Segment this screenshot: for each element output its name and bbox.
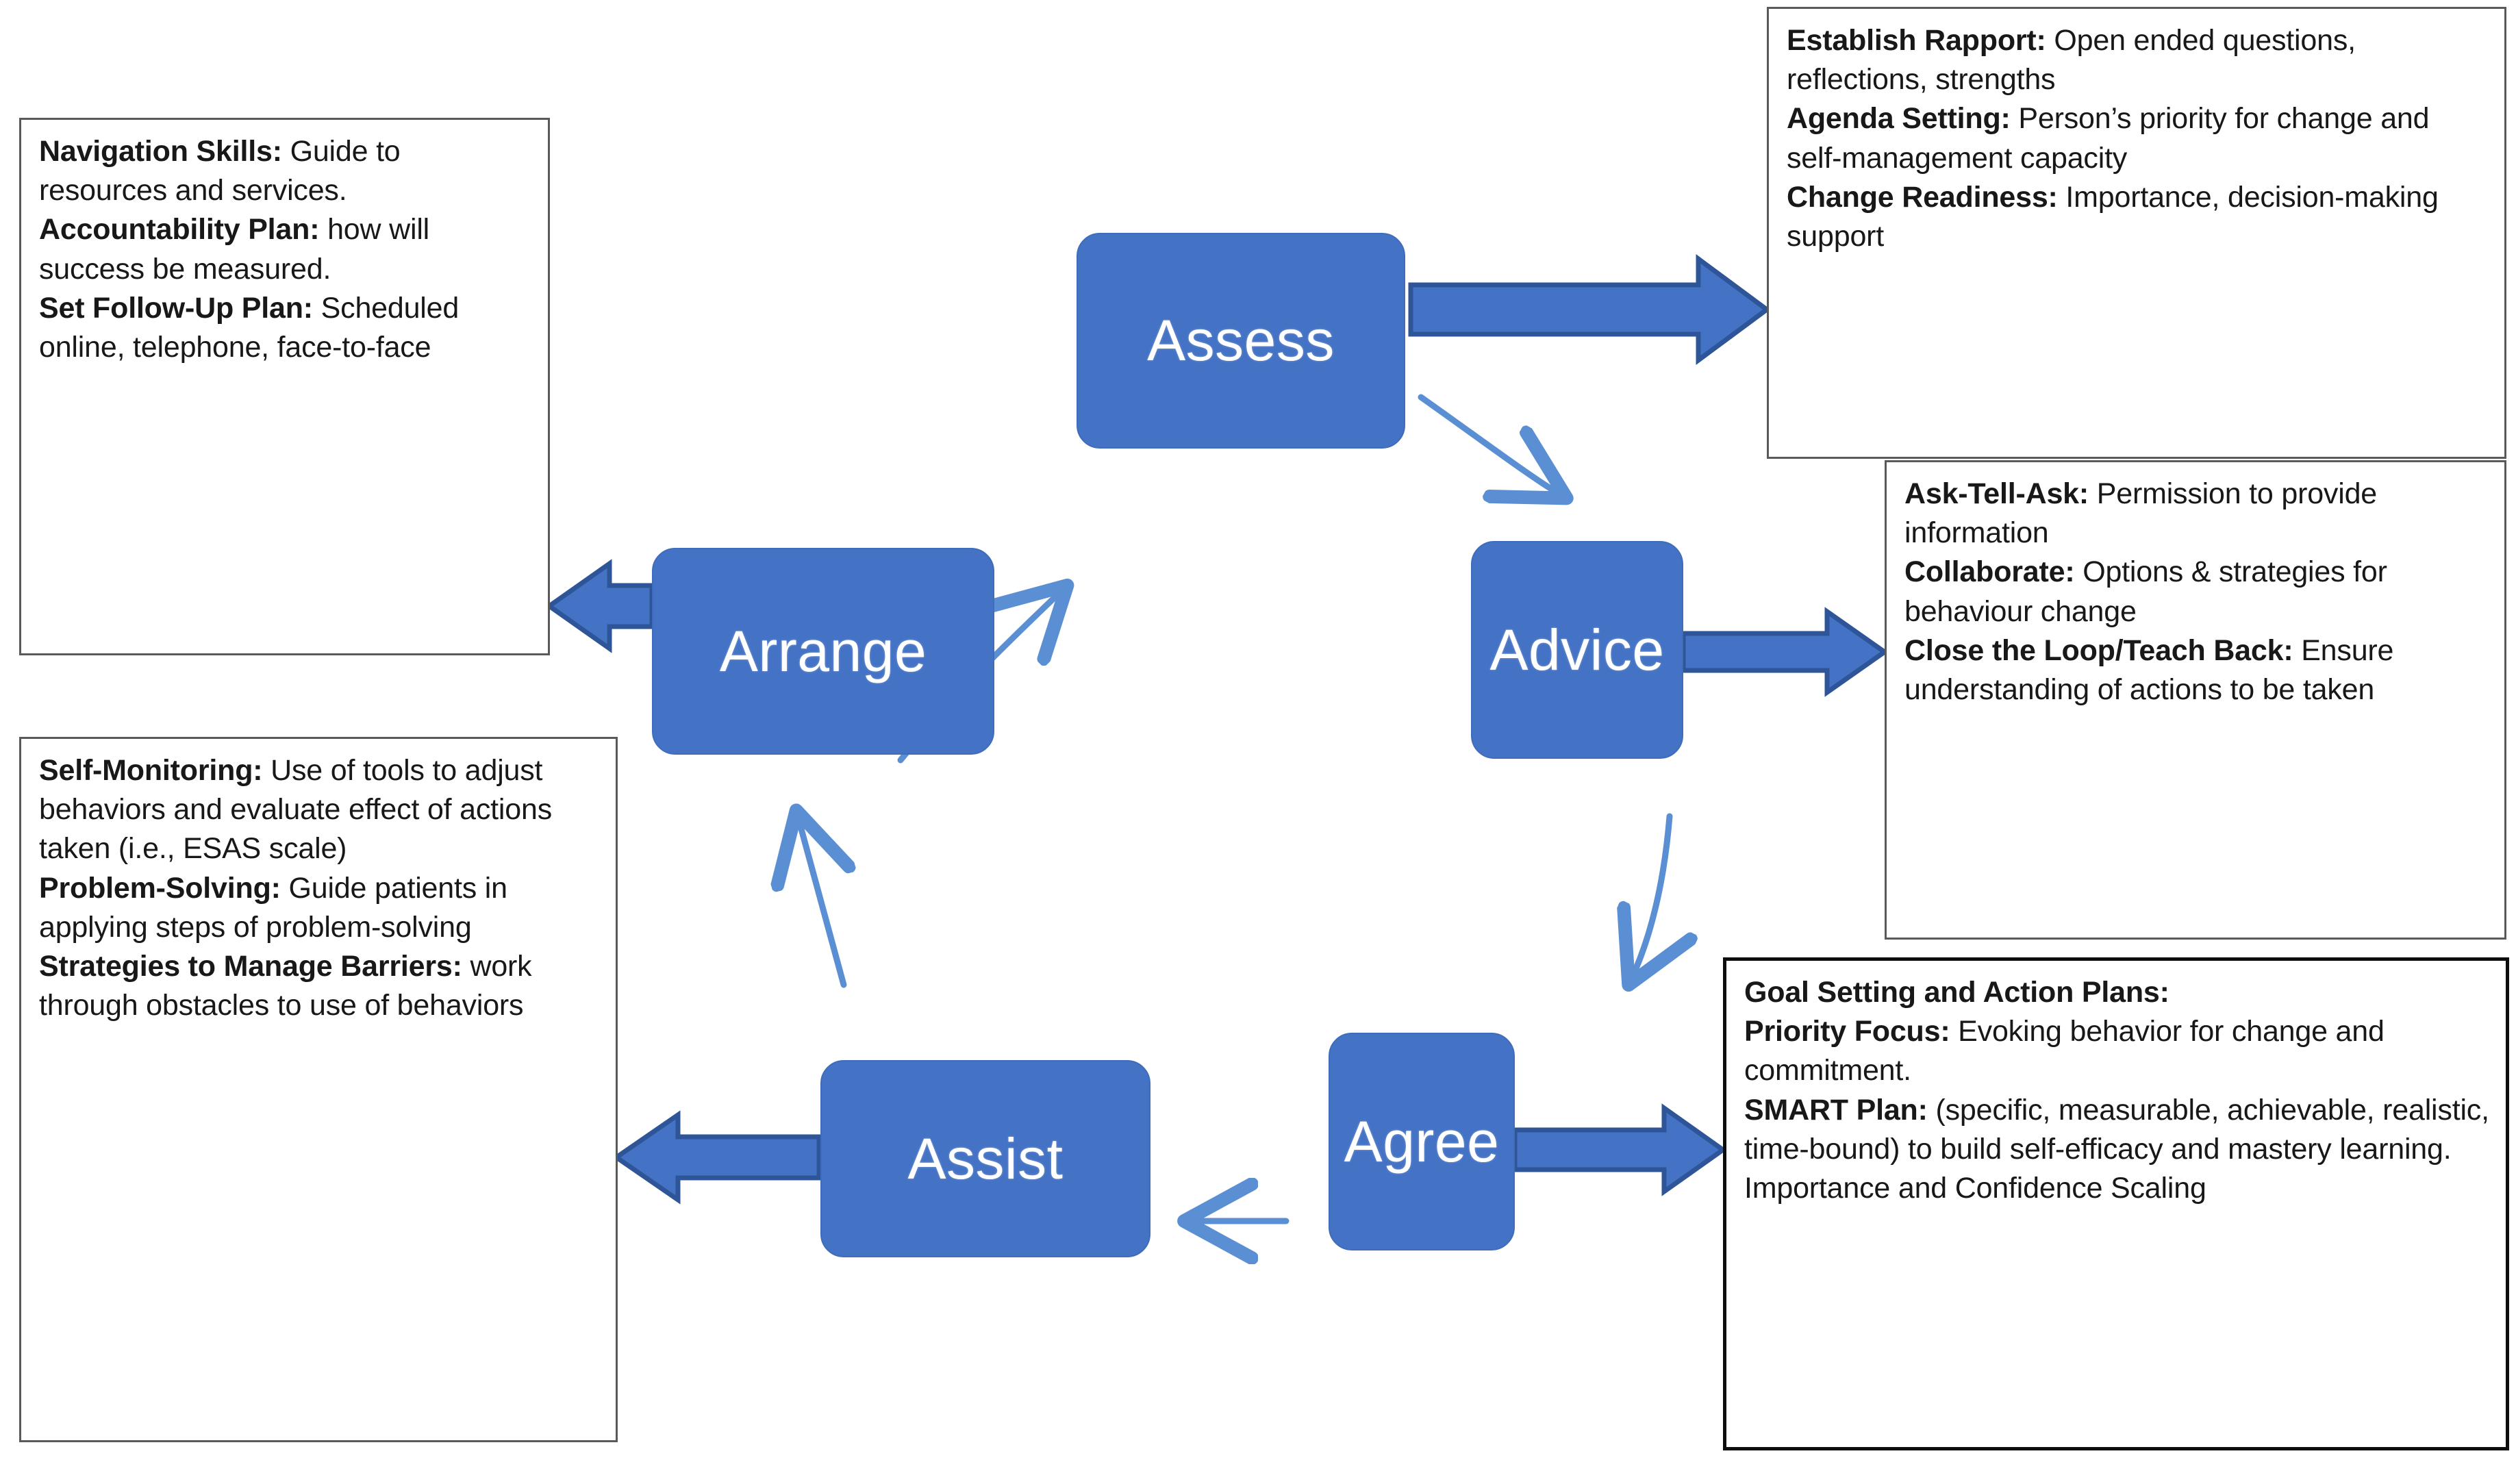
- callout-advice-term-1: Collaborate:: [1904, 555, 2075, 589]
- callout-assess-term-2: Change Readiness:: [1787, 180, 2058, 214]
- node-advice-label: Advice: [1489, 617, 1665, 682]
- node-arrange-label: Arrange: [719, 618, 927, 683]
- callout-advice-text-2: Ensure understanding of actions to be ta…: [1904, 633, 2394, 706]
- callout-assess-term-0: Establish Rapport:: [1787, 24, 2046, 57]
- callout-agree-text-1: Evoking behavior for change and commitme…: [1744, 1015, 2385, 1087]
- thick-arrow-arrange-to-callout: [544, 559, 655, 653]
- callout-assist-item-0: Self-Monitoring: Use of tools to adjust …: [39, 751, 601, 869]
- callout-assess: Establish Rapport: Open ended questions,…: [1767, 7, 2506, 459]
- node-agree[interactable]: Agree: [1329, 1033, 1515, 1250]
- cycle-arrow-advice-to-agree: [1631, 813, 1670, 979]
- thick-arrow-assess-to-callout: [1408, 254, 1771, 365]
- callout-assist-text-1: Guide patients in applying steps of prob…: [39, 871, 507, 944]
- callout-assess-text-0: Open ended questions, reflections, stren…: [1787, 24, 2356, 97]
- callout-assist-term-1: Problem-Solving:: [39, 871, 281, 905]
- callout-assess-text-2: Importance, decision-making support: [1787, 180, 2439, 253]
- callout-arrange-text-0: Guide to resources and services.: [39, 135, 401, 207]
- callout-agree-item-1: Priority Focus: Evoking behavior for cha…: [1744, 1012, 2491, 1090]
- callout-advice-text-1: Options & strategies for behaviour chang…: [1904, 555, 2387, 628]
- callout-assist-item-2: Strategies to Manage Barriers: work thro…: [39, 947, 601, 1025]
- callout-arrange-text-2: Scheduled online, telephone, face-to-fac…: [39, 291, 460, 364]
- node-assess[interactable]: Assess: [1077, 233, 1405, 449]
- node-assist-label: Assist: [907, 1126, 1064, 1191]
- callout-assist-term-0: Self-Monitoring:: [39, 754, 263, 787]
- node-assist[interactable]: Assist: [820, 1060, 1150, 1257]
- thick-arrow-assist-to-callout: [612, 1110, 822, 1205]
- callout-arrange-item-2: Set Follow-Up Plan: Scheduled online, te…: [39, 289, 533, 367]
- callout-assess-item-0: Establish Rapport: Open ended questions,…: [1787, 21, 2489, 99]
- callout-agree-term-0: Goal Setting and Action Plans:: [1744, 976, 2169, 1009]
- callout-assist-text-2: work through obstacles to use of behavio…: [39, 949, 532, 1022]
- callout-agree-term-1: Priority Focus:: [1744, 1015, 1950, 1048]
- callout-arrange-text-1: how will success be measured.: [39, 213, 430, 286]
- callout-agree-item-2: SMART Plan: (specific, measurable, achie…: [1744, 1091, 2491, 1209]
- callout-arrange-item-1: Accountability Plan: how will success be…: [39, 210, 533, 288]
- callout-advice-text-0: Permission to provide information: [1904, 477, 2378, 550]
- node-arrange[interactable]: Arrange: [652, 548, 994, 755]
- callout-agree-item-0: Goal Setting and Action Plans:: [1744, 973, 2491, 1012]
- callout-advice-item-2: Close the Loop/Teach Back: Ensure unders…: [1904, 631, 2489, 709]
- callout-advice-term-0: Ask-Tell-Ask:: [1904, 477, 2089, 510]
- callout-arrange-term-0: Navigation Skills:: [39, 135, 282, 168]
- callout-advice-item-0: Ask-Tell-Ask: Permission to provide info…: [1904, 475, 2489, 553]
- callout-assess-item-2: Change Readiness: Importance, decision-m…: [1787, 178, 2489, 256]
- callout-assist-term-2: Strategies to Manage Barriers:: [39, 949, 462, 983]
- callout-arrange: Navigation Skills: Guide to resources an…: [19, 118, 550, 655]
- callout-agree-term-2: SMART Plan:: [1744, 1093, 1928, 1127]
- thick-arrow-agree-to-callout: [1512, 1103, 1728, 1196]
- callout-arrange-term-1: Accountability Plan:: [39, 213, 320, 247]
- callout-assess-text-1: Person’s priority for change and self-ma…: [1787, 102, 2430, 175]
- cycle-arrow-assess-to-advice: [1418, 394, 1561, 495]
- callout-assist-item-1: Problem-Solving: Guide patients in apply…: [39, 869, 601, 947]
- callout-advice-item-1: Collaborate: Options & strategies for be…: [1904, 553, 2489, 631]
- thick-arrow-advice-to-callout: [1681, 607, 1889, 697]
- callout-advice-term-2: Close the Loop/Teach Back:: [1904, 633, 2293, 667]
- node-advice[interactable]: Advice: [1471, 541, 1683, 759]
- callout-assist-text-0: Use of tools to adjust behaviors and eva…: [39, 754, 552, 866]
- callout-arrange-item-0: Navigation Skills: Guide to resources an…: [39, 132, 533, 210]
- callout-agree: Goal Setting and Action Plans: Priority …: [1723, 957, 2509, 1450]
- callout-agree-text-2: (specific, measurable, achievable, reali…: [1744, 1093, 2489, 1205]
- callout-assess-item-1: Agenda Setting: Person’s priority for ch…: [1787, 99, 2489, 177]
- node-assess-label: Assess: [1147, 308, 1335, 373]
- node-agree-label: Agree: [1344, 1109, 1500, 1174]
- callout-advice: Ask-Tell-Ask: Permission to provide info…: [1885, 460, 2506, 940]
- callout-assist: Self-Monitoring: Use of tools to adjust …: [19, 737, 618, 1442]
- callout-arrange-term-2: Set Follow-Up Plan:: [39, 291, 313, 325]
- callout-assess-term-1: Agenda Setting:: [1787, 102, 2011, 136]
- cycle-arrow-assist-to-arrange: [798, 816, 844, 988]
